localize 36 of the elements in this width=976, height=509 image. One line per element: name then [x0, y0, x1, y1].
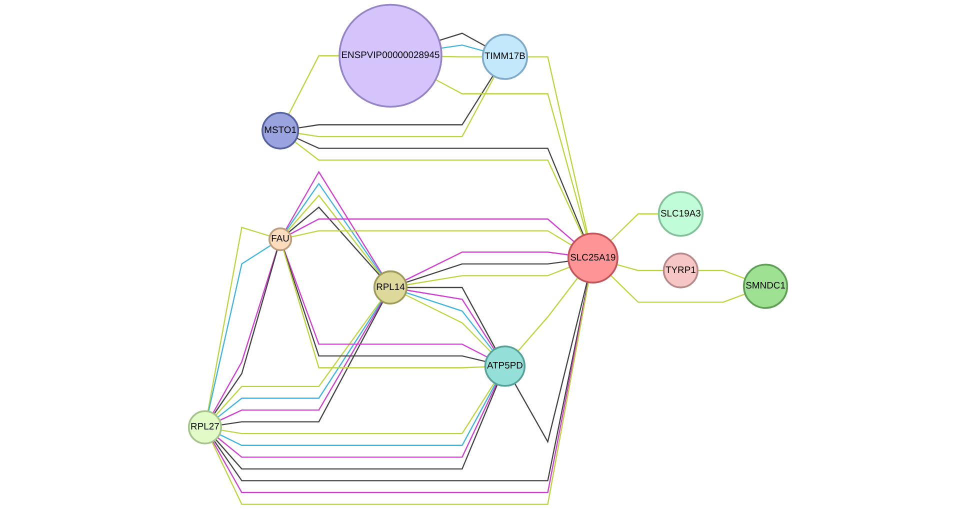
connector	[298, 75, 494, 129]
connector	[287, 194, 382, 276]
node-circle: SLC25A19	[568, 232, 618, 284]
connector	[406, 260, 569, 283]
node-circle: RPL14	[373, 270, 408, 305]
connector	[442, 56, 483, 58]
connector	[698, 270, 746, 280]
connector	[290, 218, 575, 242]
connector	[610, 213, 659, 242]
connector	[404, 252, 569, 281]
connector	[527, 56, 588, 234]
connector	[215, 384, 498, 470]
connector	[616, 264, 664, 272]
node-circle: MSTO1	[262, 112, 300, 150]
connector	[290, 230, 572, 246]
node-circle: TIMM17B	[482, 34, 528, 80]
node-circle: TYRP1	[662, 252, 699, 288]
connector	[435, 79, 587, 234]
node-circle: SLC19A3	[658, 191, 704, 237]
node-circle: ATP5PD	[484, 346, 526, 387]
connector	[610, 274, 746, 303]
connector	[514, 282, 588, 444]
node-circle: ENSPVIP00000028945	[338, 4, 442, 108]
connector	[219, 383, 496, 446]
connector	[298, 76, 495, 138]
connector	[517, 277, 578, 352]
connector	[288, 55, 340, 116]
connector	[440, 44, 484, 52]
connector	[406, 266, 570, 286]
node-circle: FAU	[268, 227, 292, 252]
connector	[288, 206, 380, 276]
connector	[439, 32, 486, 47]
connector	[217, 384, 498, 458]
node-circle: SMNDC1	[742, 264, 788, 309]
connector	[220, 382, 495, 434]
node-circle: RPL27	[188, 410, 222, 444]
